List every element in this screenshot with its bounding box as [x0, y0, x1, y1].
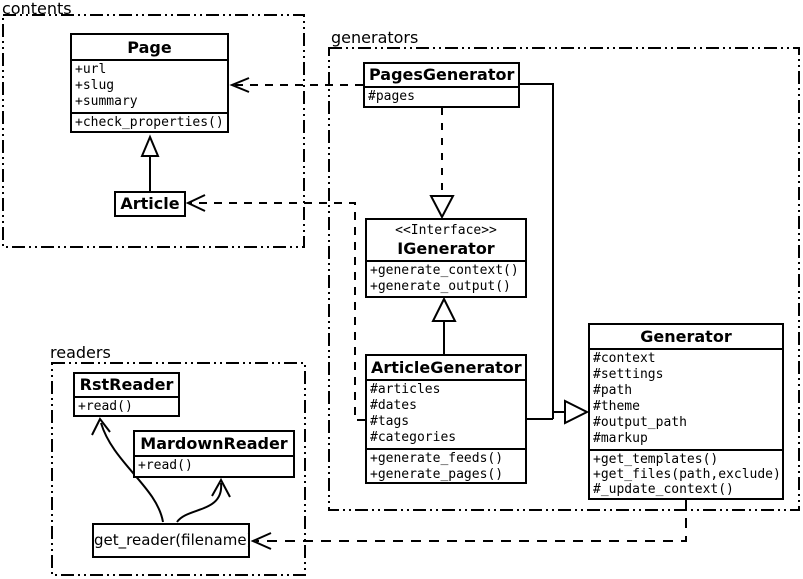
edge-pagesgenerator-to-igenerator-realization [429, 108, 455, 220]
class-articlegenerator-attributes: #articles #dates #tags #categories [367, 379, 525, 448]
attribute: #dates [370, 398, 417, 413]
method: +generate_output() [370, 279, 511, 294]
attribute: #settings [593, 367, 664, 382]
method: +get_templates() [593, 452, 719, 467]
class-page-name: Page [127, 38, 172, 57]
class-mardownreader: MardownReader +read() [133, 430, 295, 478]
class-mardownreader-methods: +read() [135, 455, 293, 476]
edge-article-to-page-inheritance [140, 134, 160, 191]
method: +generate_feeds() [370, 451, 504, 466]
class-articlegenerator-name: ArticleGenerator [371, 358, 522, 377]
method: +read() [78, 399, 133, 414]
class-pagesgenerator-attributes: #pages [365, 86, 518, 106]
package-generators-border [328, 47, 800, 511]
class-igenerator-stereotype: <<Interface>> [395, 223, 497, 238]
method: +generate_context() [370, 263, 519, 278]
package-contents-border [2, 14, 305, 248]
class-igenerator-name: IGenerator [397, 239, 495, 258]
class-page-attributes: +url +slug +summary [72, 59, 227, 112]
class-articlegenerator: ArticleGenerator #articles #dates #tags … [365, 354, 527, 484]
edge-generator-to-getreader-dependency [250, 500, 687, 550]
package-readers-border [51, 362, 306, 576]
node-get-reader: get_reader(filename) [92, 523, 250, 558]
class-page-methods: +check_properties() [72, 112, 227, 131]
attribute: #theme [593, 399, 640, 414]
attribute: #markup [593, 431, 648, 446]
attribute: #output_path [593, 415, 687, 430]
edge-articlegenerator-to-article-dependency [185, 194, 365, 421]
class-rstreader-name: RstReader [79, 375, 174, 394]
class-page: Page +url +slug +summary +check_properti… [70, 33, 229, 133]
package-label-generators: generators [331, 28, 419, 47]
class-pagesgenerator-name: PagesGenerator [369, 65, 515, 84]
method: +read() [138, 458, 193, 473]
attribute: #path [593, 383, 633, 398]
edge-articlegenerator-to-igenerator-inheritance [431, 296, 457, 354]
class-igenerator: <<Interface>> IGenerator +generate_conte… [365, 218, 527, 298]
class-rstreader: RstReader +read() [73, 372, 180, 417]
package-label-readers: readers [50, 343, 111, 362]
attribute: #articles [370, 382, 441, 397]
class-generator-methods: +get_templates() +get_files(path,exclude… [590, 449, 782, 498]
edge-pagesgenerator-to-page-dependency [229, 77, 363, 93]
attribute: #context [593, 351, 656, 366]
class-articlegenerator-methods: +generate_feeds() +generate_pages() [367, 448, 525, 482]
method: +check_properties() [75, 115, 224, 130]
class-rstreader-methods: +read() [75, 396, 178, 415]
attribute: #pages [368, 89, 415, 104]
class-article: Article [114, 191, 186, 217]
class-generator-name: Generator [640, 327, 732, 346]
class-generator: Generator #context #settings #path #them… [588, 323, 784, 500]
class-mardownreader-name: MardownReader [140, 434, 288, 453]
attribute: +url [75, 62, 107, 77]
edge-getreader-to-mardownreader [176, 477, 231, 523]
class-igenerator-methods: +generate_context() +generate_output() [367, 260, 525, 296]
attribute: #categories [370, 430, 457, 445]
class-generator-attributes: #context #settings #path #theme #output_… [590, 348, 782, 449]
method: +generate_pages() [370, 467, 504, 482]
class-pagesgenerator: PagesGenerator #pages [363, 62, 520, 108]
attribute: #tags [370, 414, 410, 429]
package-label-contents: contents [2, 0, 72, 18]
attribute: +slug [75, 78, 115, 93]
attribute: +summary [75, 94, 138, 109]
edge-generators-to-generator-inheritance [520, 83, 590, 425]
method: +get_files(path,exclude) [593, 467, 781, 482]
method: #_update_context() [593, 482, 734, 497]
class-article-name: Article [120, 194, 180, 213]
